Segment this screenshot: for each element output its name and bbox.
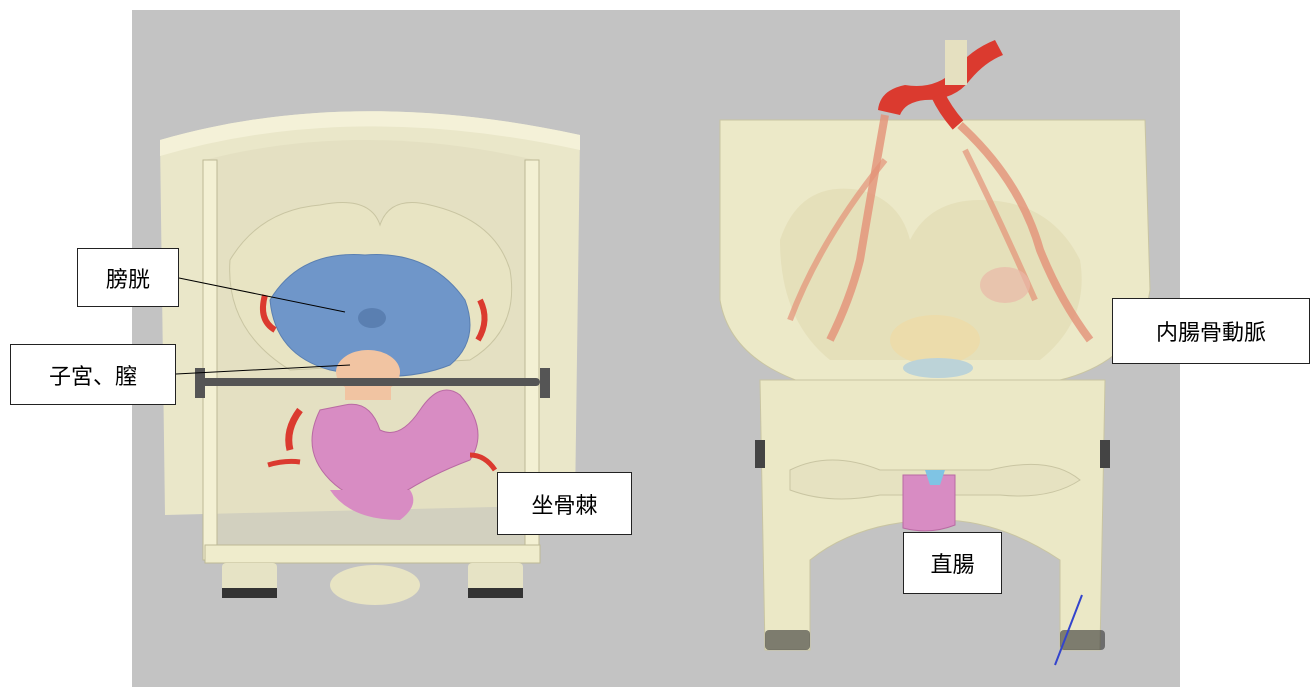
label-uterus-vagina: 子宮、膣 (10, 344, 176, 405)
label-internal-iliac-artery: 内腸骨動脈 (1112, 298, 1310, 364)
label-ischial-spine: 坐骨棘 (497, 472, 632, 535)
label-rectum: 直腸 (903, 532, 1002, 594)
label-bladder: 膀胱 (77, 248, 179, 307)
rectum-shape (903, 475, 955, 531)
